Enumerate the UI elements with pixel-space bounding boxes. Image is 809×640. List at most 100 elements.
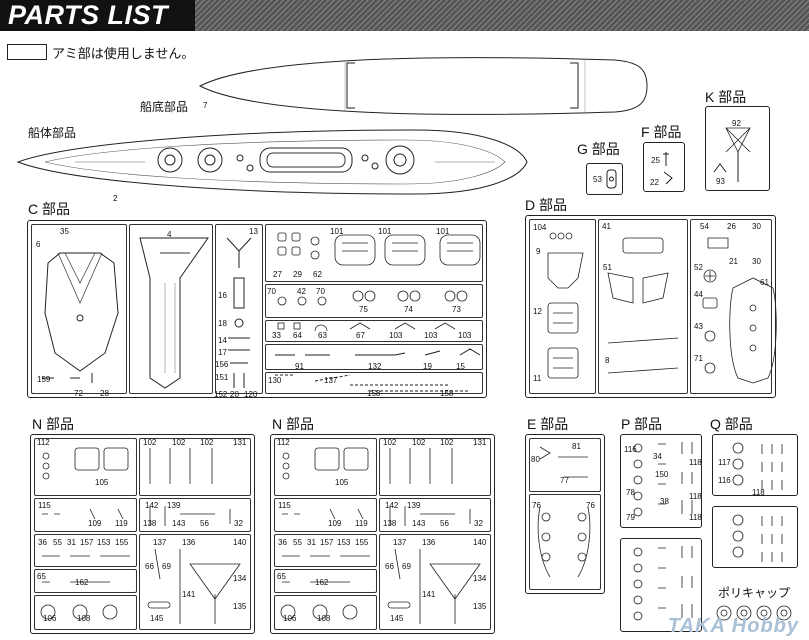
n1-cell [34, 534, 137, 567]
p-num: 150 [655, 470, 669, 479]
c-num: 151 [215, 373, 229, 382]
n1-num: 109 [88, 519, 102, 528]
n1-num: 36 [38, 538, 47, 547]
n2-num: 31 [307, 538, 316, 547]
group-f-drawing [663, 152, 673, 185]
n2-cell [379, 438, 491, 496]
c-num: 91 [295, 362, 304, 371]
c-num: 14 [218, 336, 227, 345]
n2-cell [274, 498, 377, 532]
c-cell-d5 [265, 372, 483, 394]
group-n2-panel [270, 434, 495, 634]
c-cell-c [215, 224, 263, 394]
n1-num: 157 [80, 538, 94, 547]
e-drawing [537, 446, 591, 578]
n1-num: 138 [143, 519, 157, 528]
c-num: 72 [74, 389, 83, 398]
n2-num: 105 [335, 478, 349, 487]
c-num: 20 [230, 390, 239, 399]
c-num: 16 [218, 291, 227, 300]
d-num: 8 [605, 356, 610, 365]
c-num: 63 [318, 331, 327, 340]
d-num: 9 [536, 247, 541, 256]
c-num: 19 [423, 362, 432, 371]
p-num: 118 [689, 513, 702, 522]
p-num: 118 [689, 458, 702, 467]
d-num: 30 [752, 222, 761, 231]
g-num-53: 53 [593, 175, 602, 184]
q-num: 116 [718, 476, 731, 485]
d-num: 51 [603, 263, 612, 272]
n1-cell [139, 498, 251, 532]
n1-num: 136 [182, 538, 196, 547]
group-c-panel [27, 220, 487, 398]
n1-cell [34, 498, 137, 532]
d-num: 71 [694, 354, 703, 363]
legend-swatch [7, 44, 47, 60]
n1-num: 55 [53, 538, 62, 547]
n2-num: 102 [383, 438, 397, 447]
c-num: 156 [215, 360, 229, 369]
n2-num: 119 [355, 519, 368, 528]
n2-num: 108 [317, 614, 331, 623]
c-num: 101 [436, 227, 450, 236]
n1-num: 66 [145, 562, 154, 571]
polycap-drawing [716, 605, 792, 621]
c-num: 13 [249, 227, 258, 236]
n2-num: 138 [383, 519, 397, 528]
n2-num: 65 [277, 572, 286, 581]
legend-text: アミ部は使用しません。 [52, 46, 195, 61]
e-cell-bottom [529, 494, 601, 590]
n2-num: 136 [422, 538, 436, 547]
n1-num: 140 [233, 538, 247, 547]
group-q-panel-2 [712, 506, 798, 568]
c-num: 29 [293, 270, 302, 279]
n2-num: 32 [474, 519, 483, 528]
n1-num: 142 [145, 501, 159, 510]
n2-num: 69 [402, 562, 411, 571]
c-num: 6 [36, 240, 41, 249]
c-cell-d1 [265, 224, 483, 282]
d-num: 41 [602, 222, 611, 231]
c-num: 152 [214, 390, 228, 399]
n2-num: 141 [422, 590, 436, 599]
n2-num: 134 [473, 574, 487, 583]
d-num: 61 [760, 278, 769, 287]
n2-num: 109 [328, 519, 342, 528]
n2-num: 137 [393, 538, 407, 547]
c-num: 64 [293, 331, 302, 340]
n1-num: 134 [233, 574, 247, 583]
d-num: 12 [533, 307, 542, 316]
n1-num: 143 [172, 519, 186, 528]
n2-num: 66 [385, 562, 394, 571]
c-num: 17 [218, 348, 227, 357]
c-cell-b [129, 224, 213, 394]
n2-num: 131 [473, 438, 487, 447]
group-label-e: E 部品 [527, 416, 569, 432]
p-num: 78 [626, 488, 635, 497]
d-num: 21 [729, 257, 738, 266]
d-cell-c [690, 219, 772, 394]
f-num-25: 25 [651, 156, 660, 165]
n2-num: 140 [473, 538, 487, 547]
n2-num: 139 [407, 501, 421, 510]
n2-num: 102 [440, 438, 454, 447]
n2-cell [274, 438, 377, 496]
n1-num: 69 [162, 562, 171, 571]
n2-cell [274, 534, 377, 567]
d-drawing [547, 232, 777, 384]
c-num: 120 [244, 390, 258, 399]
d-num: 30 [752, 257, 761, 266]
n2-num: 142 [385, 501, 399, 510]
n1-num: 155 [115, 538, 129, 547]
group-f-panel [643, 142, 685, 192]
n1-num: 119 [115, 519, 128, 528]
c-num: 130 [268, 376, 282, 385]
n1-num: 139 [167, 501, 181, 510]
n2-cell [274, 569, 377, 593]
n1-num: 115 [38, 501, 51, 510]
n1-num: 31 [67, 538, 76, 547]
p-num: 79 [626, 513, 635, 522]
n2-num: 143 [412, 519, 426, 528]
group-e-panel [525, 434, 605, 594]
